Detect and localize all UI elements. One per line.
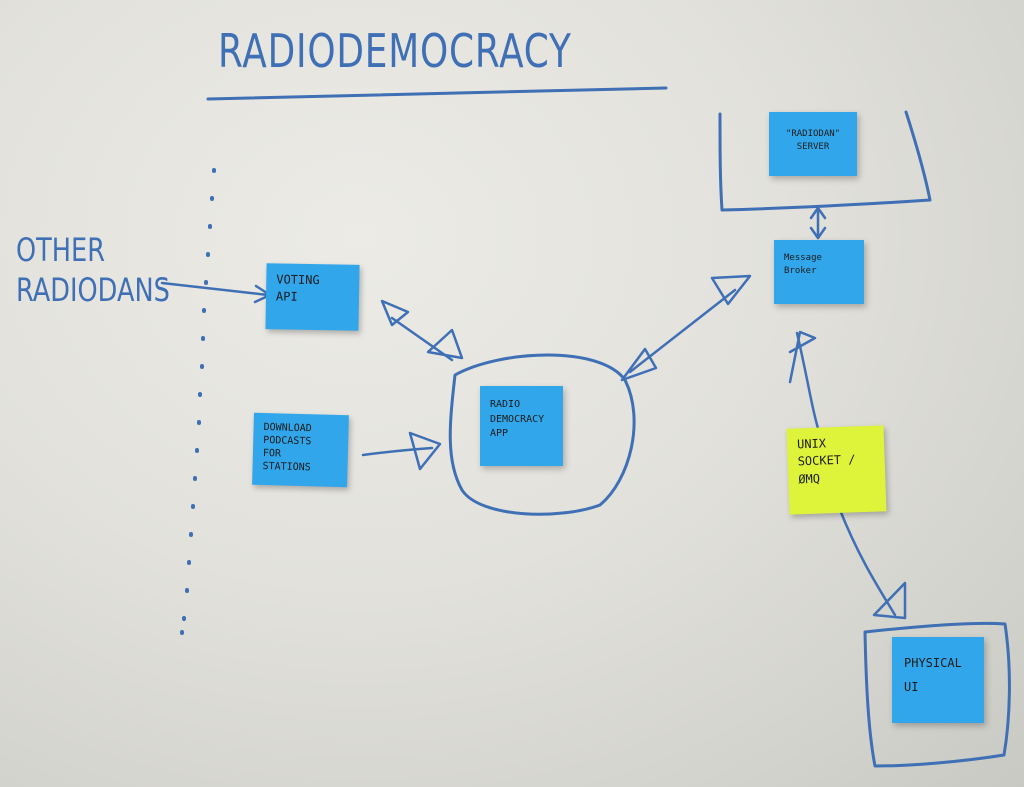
sticky-download-podcasts: DOWNLOAD PODCASTS FOR STATIONS [252, 412, 349, 488]
sticky-physical-ui: PHYSICAL UI [892, 637, 984, 723]
sticky-radio-democracy-app: RADIO DEMOCRACY APP [480, 386, 563, 466]
sticky-unix-socket: UNIX SOCKET / ØMQ [786, 425, 887, 515]
arrow-podcasts-to-app [361, 431, 442, 471]
diagram-title: RADIODEMOCRACY [218, 24, 572, 78]
arrow-app-to-broker [620, 274, 752, 382]
dotted-boundary [180, 168, 216, 635]
arrow-server-to-broker [809, 206, 827, 240]
server-bracket [718, 110, 932, 212]
sticky-voting-api: VOTING API [265, 263, 360, 331]
other-radiodans-label: OTHER RADIODANS [16, 231, 170, 309]
sticky-message-broker: Message Broker [774, 240, 864, 304]
title-underline [206, 86, 668, 101]
app-boundary [448, 353, 636, 516]
arrow-radiodans-to-voting-api [160, 281, 272, 304]
arrow-voting-api-to-app [380, 299, 464, 362]
physical-ui-box [863, 621, 1011, 768]
sticky-radiodan-server: "RADIODAN" SERVER [769, 112, 857, 176]
